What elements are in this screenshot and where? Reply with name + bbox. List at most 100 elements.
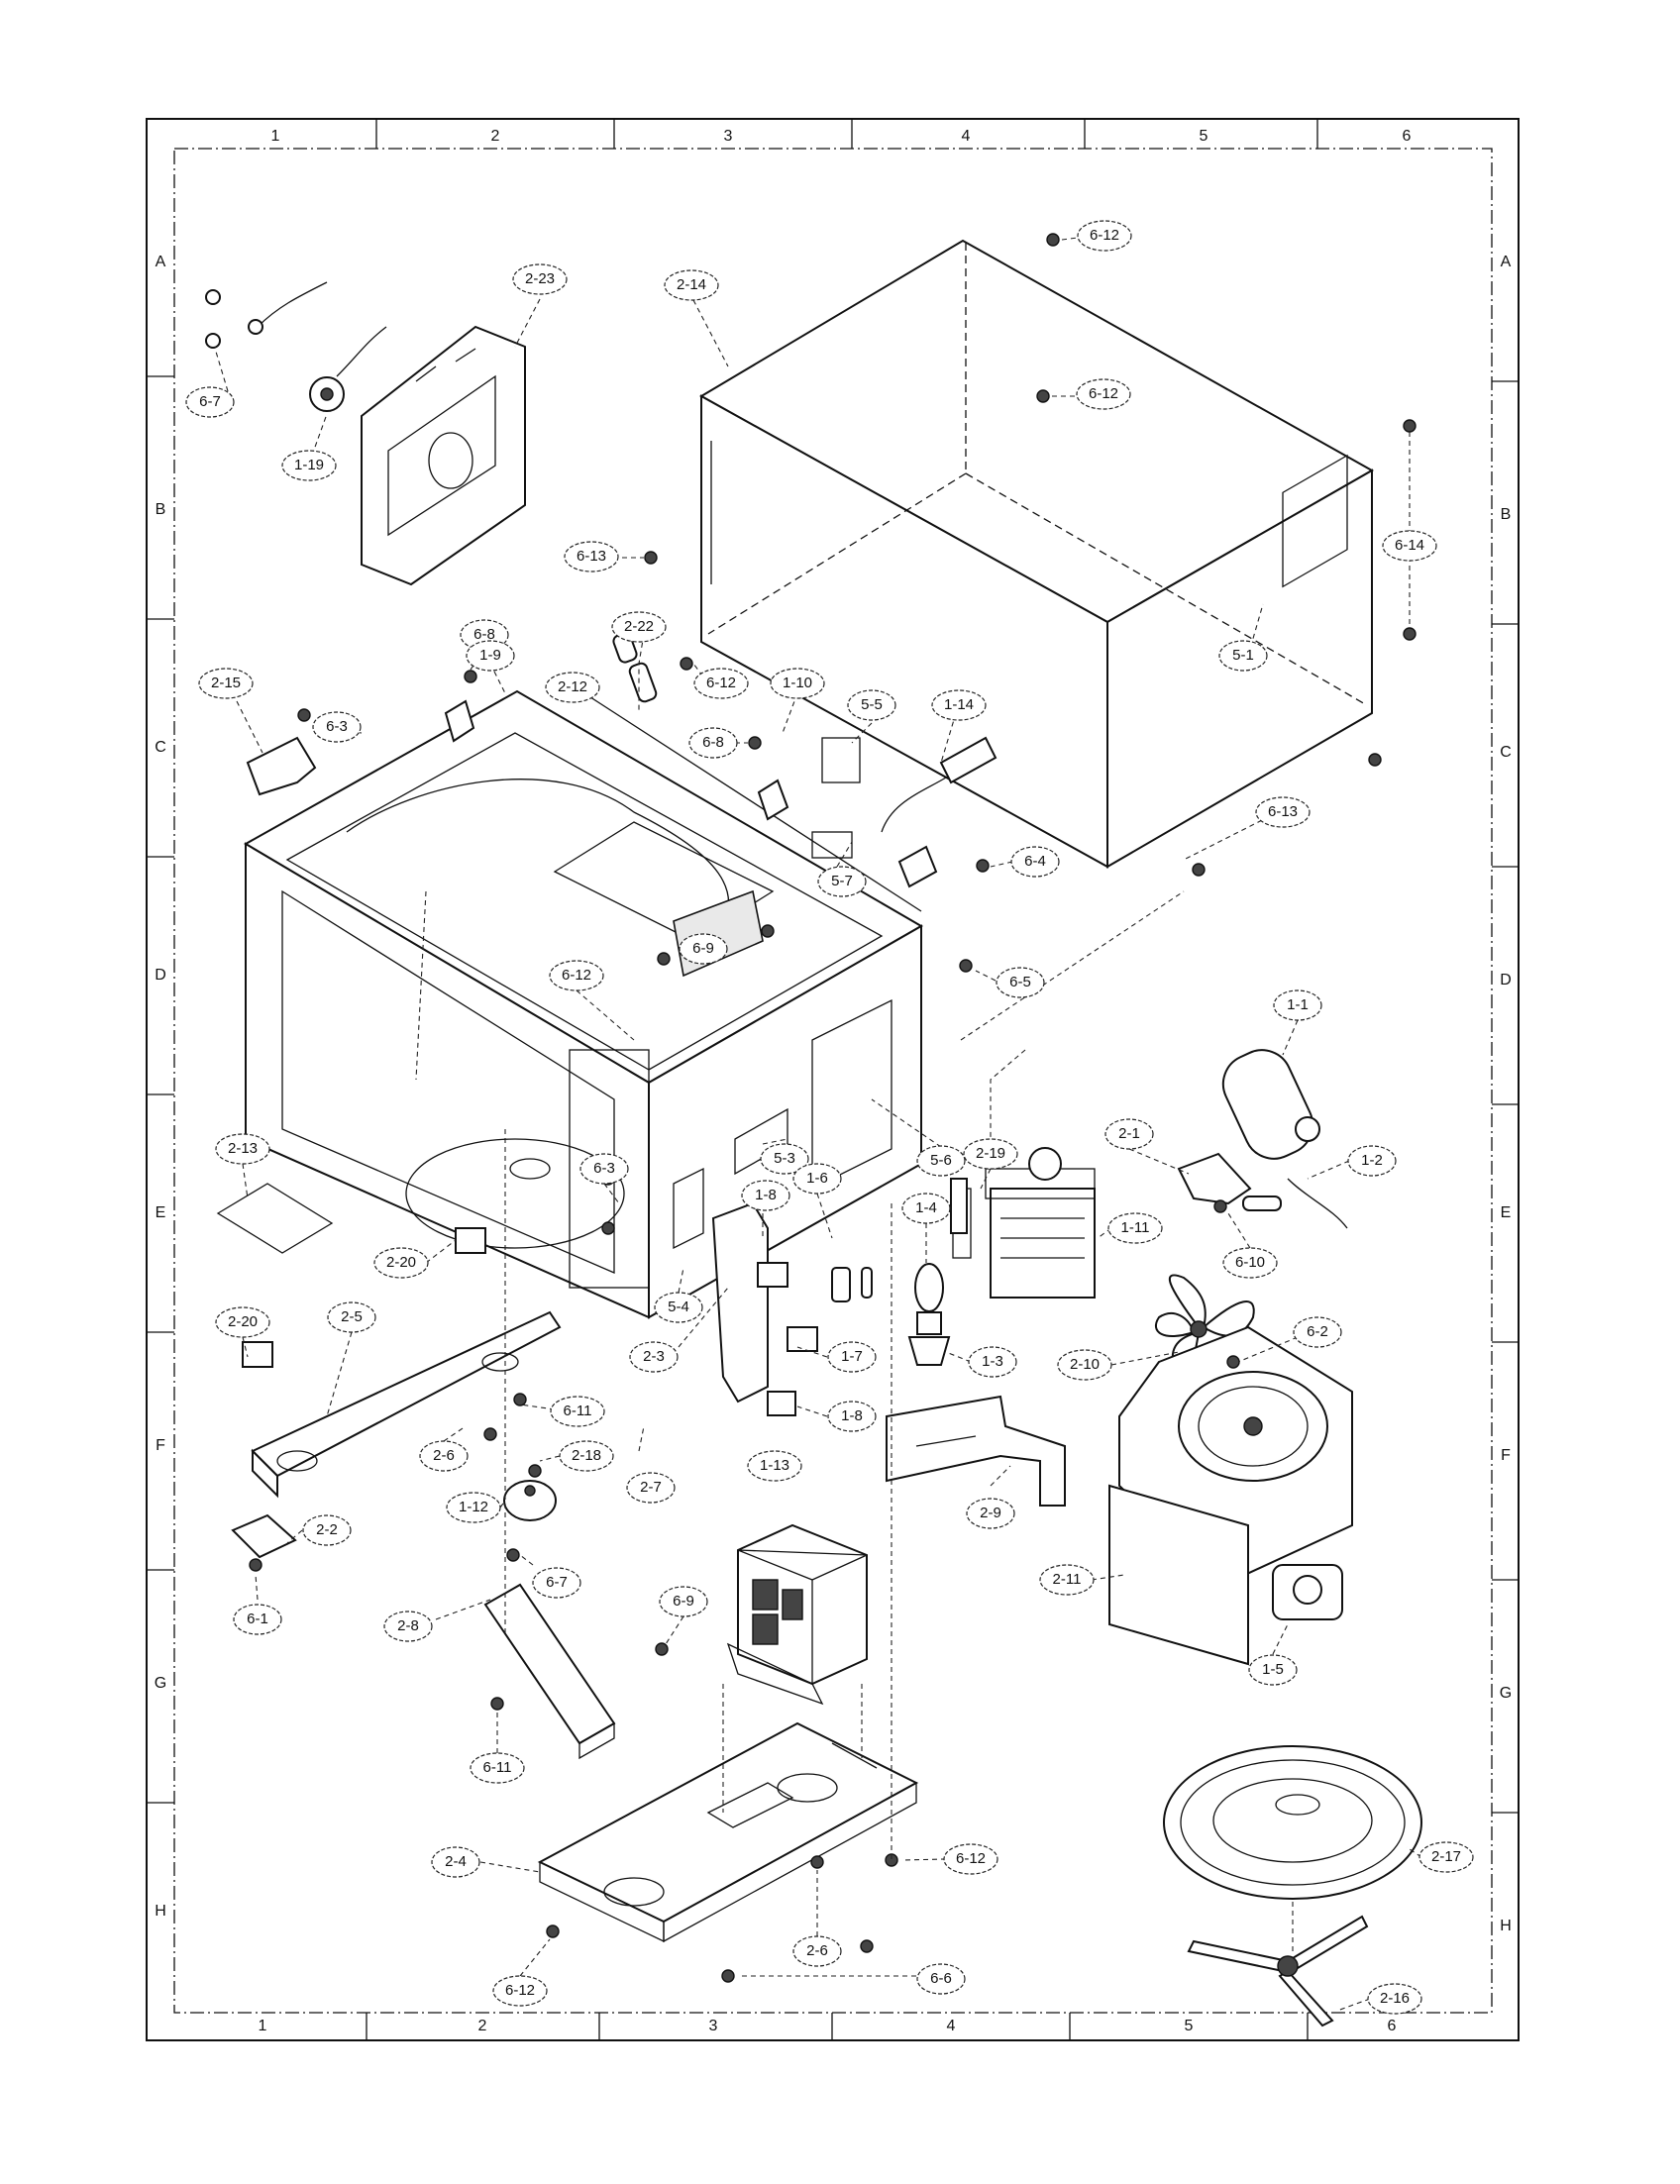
- callout[interactable]: 1-2: [1347, 1145, 1397, 1177]
- callout[interactable]: 5-6: [916, 1145, 966, 1177]
- callout[interactable]: 1-12: [446, 1492, 501, 1523]
- callout[interactable]: 2-12: [545, 672, 600, 703]
- callout-label: 6-5: [1009, 974, 1031, 990]
- callout-label: 1-2: [1361, 1152, 1383, 1169]
- callout[interactable]: 6-4: [1010, 846, 1060, 878]
- callout[interactable]: 5-7: [817, 866, 867, 897]
- callout-label: 2-6: [433, 1447, 455, 1464]
- callout-label: 6-12: [562, 967, 591, 984]
- callout[interactable]: 1-9: [466, 640, 515, 672]
- callout[interactable]: 2-23: [512, 263, 568, 295]
- callout[interactable]: 2-7: [626, 1472, 676, 1504]
- callout[interactable]: 2-9: [966, 1498, 1015, 1529]
- callout-label: 1-7: [841, 1348, 863, 1365]
- callout[interactable]: 2-10: [1057, 1349, 1112, 1381]
- power-cord: [811, 736, 998, 888]
- callout[interactable]: 1-11: [1107, 1212, 1163, 1244]
- motor-bracket: [886, 1395, 1066, 1507]
- col-label-bottom-1: 1: [259, 2018, 267, 2034]
- callout[interactable]: 2-17: [1418, 1841, 1474, 1873]
- callout-label: 6-12: [505, 1982, 535, 1999]
- callout-label: 6-2: [1307, 1323, 1328, 1340]
- callout[interactable]: 5-4: [654, 1292, 703, 1323]
- callout[interactable]: 6-12: [492, 1975, 548, 2007]
- callout[interactable]: 6-3: [579, 1153, 629, 1185]
- callout[interactable]: 6-12: [549, 960, 604, 991]
- callout[interactable]: 2-19: [963, 1138, 1018, 1170]
- callout[interactable]: 1-14: [931, 689, 987, 721]
- callout[interactable]: 1-8: [827, 1401, 877, 1432]
- callout-label: 2-15: [211, 675, 241, 691]
- callout[interactable]: 2-8: [383, 1611, 433, 1642]
- callout[interactable]: 1-8: [741, 1180, 790, 1211]
- callout[interactable]: 2-6: [792, 1935, 842, 1967]
- callout[interactable]: 6-12: [693, 668, 749, 699]
- callout[interactable]: 6-13: [1255, 796, 1311, 828]
- callout[interactable]: 2-13: [215, 1133, 270, 1165]
- callout[interactable]: 1-13: [747, 1450, 802, 1482]
- callout[interactable]: 2-5: [327, 1301, 376, 1333]
- callout[interactable]: 2-18: [559, 1440, 614, 1472]
- callout[interactable]: 1-7: [827, 1341, 877, 1373]
- callout[interactable]: 6-5: [996, 967, 1045, 998]
- callout[interactable]: 6-9: [679, 933, 728, 965]
- callout-label: 2-18: [572, 1447, 601, 1464]
- callout[interactable]: 2-4: [431, 1846, 480, 1878]
- callout[interactable]: 1-1: [1273, 989, 1322, 1021]
- callout[interactable]: 1-4: [901, 1193, 951, 1224]
- callout[interactable]: 2-11: [1039, 1564, 1095, 1596]
- callout-label: 2-10: [1070, 1356, 1100, 1373]
- row-label-right-g: G: [1500, 1685, 1512, 1702]
- callout[interactable]: 2-16: [1367, 1983, 1422, 2015]
- callout[interactable]: 6-7: [532, 1567, 581, 1599]
- callout[interactable]: 6-12: [1076, 378, 1131, 410]
- callout-label: 5-4: [668, 1299, 689, 1315]
- callout-label: 1-8: [841, 1407, 863, 1424]
- callout[interactable]: 6-13: [564, 541, 619, 572]
- callout-label: 1-3: [982, 1353, 1003, 1370]
- callout-label: 1-1: [1287, 996, 1309, 1013]
- callout[interactable]: 5-3: [760, 1143, 809, 1175]
- col-label-top-5: 5: [1200, 128, 1208, 145]
- callout[interactable]: 1-6: [792, 1163, 842, 1195]
- callout[interactable]: 6-8: [688, 727, 738, 759]
- label-plates: [673, 1107, 788, 1250]
- callout[interactable]: 6-3: [312, 711, 362, 743]
- callout-label: 2-2: [316, 1521, 338, 1538]
- callout[interactable]: 2-3: [629, 1341, 679, 1373]
- callout[interactable]: 6-2: [1293, 1316, 1342, 1348]
- callout[interactable]: 6-12: [1077, 220, 1132, 252]
- callout[interactable]: 6-10: [1222, 1247, 1278, 1279]
- callout[interactable]: 6-6: [916, 1963, 966, 1995]
- callout[interactable]: 2-20: [215, 1306, 270, 1338]
- callout[interactable]: 6-9: [659, 1586, 708, 1617]
- callout[interactable]: 1-10: [770, 668, 825, 699]
- callout[interactable]: 1-19: [281, 450, 337, 481]
- callout[interactable]: 2-2: [302, 1514, 352, 1546]
- row-label-left-h: H: [155, 1903, 166, 1920]
- callout[interactable]: 2-15: [198, 668, 254, 699]
- callout-label: 2-17: [1431, 1848, 1461, 1865]
- callout[interactable]: 2-6: [419, 1440, 469, 1472]
- callout[interactable]: 5-1: [1218, 640, 1268, 672]
- callout[interactable]: 2-22: [611, 611, 667, 643]
- callout-label: 1-13: [760, 1457, 789, 1474]
- callout[interactable]: 6-12: [943, 1843, 998, 1875]
- callout-label: 1-14: [944, 696, 974, 713]
- callout[interactable]: 6-11: [470, 1752, 525, 1784]
- callout[interactable]: 2-1: [1104, 1118, 1154, 1150]
- callout-label: 1-11: [1121, 1219, 1150, 1236]
- row-label-left-a: A: [156, 254, 166, 270]
- callout-label: 6-12: [956, 1850, 986, 1867]
- callout[interactable]: 2-20: [373, 1247, 429, 1279]
- row-label-right-e: E: [1501, 1204, 1512, 1221]
- callout[interactable]: 2-14: [664, 269, 719, 301]
- col-label-bottom-4: 4: [947, 2018, 956, 2034]
- callout[interactable]: 6-14: [1382, 530, 1437, 562]
- callout[interactable]: 1-3: [968, 1346, 1017, 1378]
- callout[interactable]: 6-11: [550, 1396, 605, 1427]
- callout[interactable]: 6-7: [185, 386, 235, 418]
- callout[interactable]: 1-5: [1248, 1654, 1298, 1686]
- callout[interactable]: 6-1: [233, 1604, 282, 1635]
- callout[interactable]: 5-5: [847, 689, 896, 721]
